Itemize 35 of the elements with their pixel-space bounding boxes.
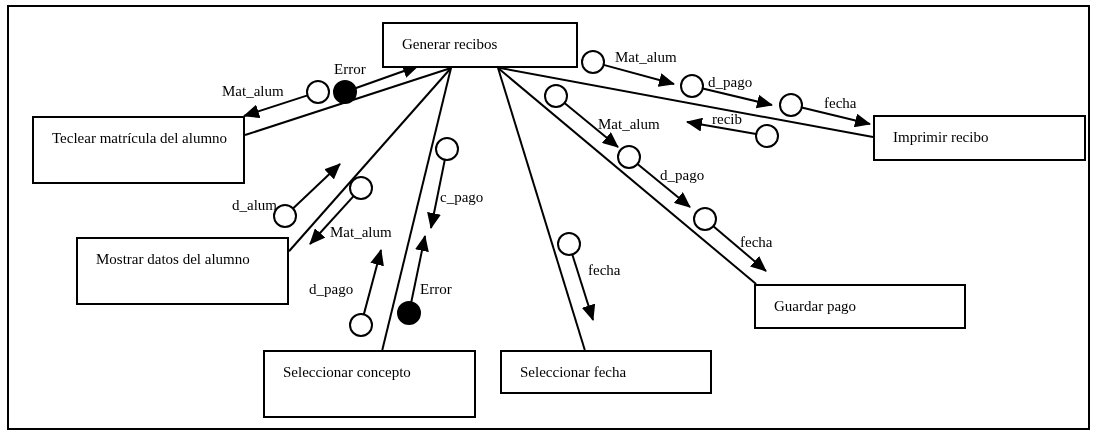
module-name: Guardar pago: [774, 297, 858, 316]
module-box: [873, 115, 1086, 161]
couple-label: d_pago: [309, 282, 354, 297]
couple-label: Mat_alum: [615, 50, 677, 65]
call-line: [499, 67, 874, 139]
couple-label: fecha: [824, 96, 857, 111]
couple-label: Mat_alum: [330, 225, 392, 240]
module-box: [76, 237, 289, 305]
couple-label: recib: [712, 112, 742, 127]
module-name: Seleccionar fecha: [520, 363, 628, 382]
call-line: [288, 67, 452, 253]
module-name: Generar recibos: [402, 35, 499, 54]
couple-label: Error: [334, 62, 366, 77]
couple-label: d_pago: [660, 168, 705, 183]
module-box: [32, 116, 245, 184]
couple-label: fecha: [740, 235, 773, 250]
couple-label: Error: [420, 282, 452, 297]
call-line: [381, 67, 452, 351]
call-line: [497, 67, 586, 351]
module-box: [382, 22, 578, 68]
couple-label: d_pago: [708, 75, 753, 90]
module-name: Teclear matrícula del alumno: [52, 129, 229, 148]
module-box: [754, 284, 966, 329]
module-name: Imprimir recibo: [893, 128, 990, 147]
couple-label: Mat_alum: [598, 117, 660, 132]
couple-label: d_alum: [232, 198, 277, 213]
call-line: [244, 67, 452, 137]
module-name: Seleccionar concepto: [283, 363, 412, 382]
module-name: Mostrar datos del alumno: [96, 250, 251, 269]
module-box: [500, 350, 712, 394]
couple-label: Mat_alum: [222, 84, 284, 99]
call-line: [497, 67, 758, 285]
module-box: [263, 350, 476, 418]
couple-label: c_pago: [440, 190, 484, 205]
couple-label: fecha: [588, 263, 621, 278]
